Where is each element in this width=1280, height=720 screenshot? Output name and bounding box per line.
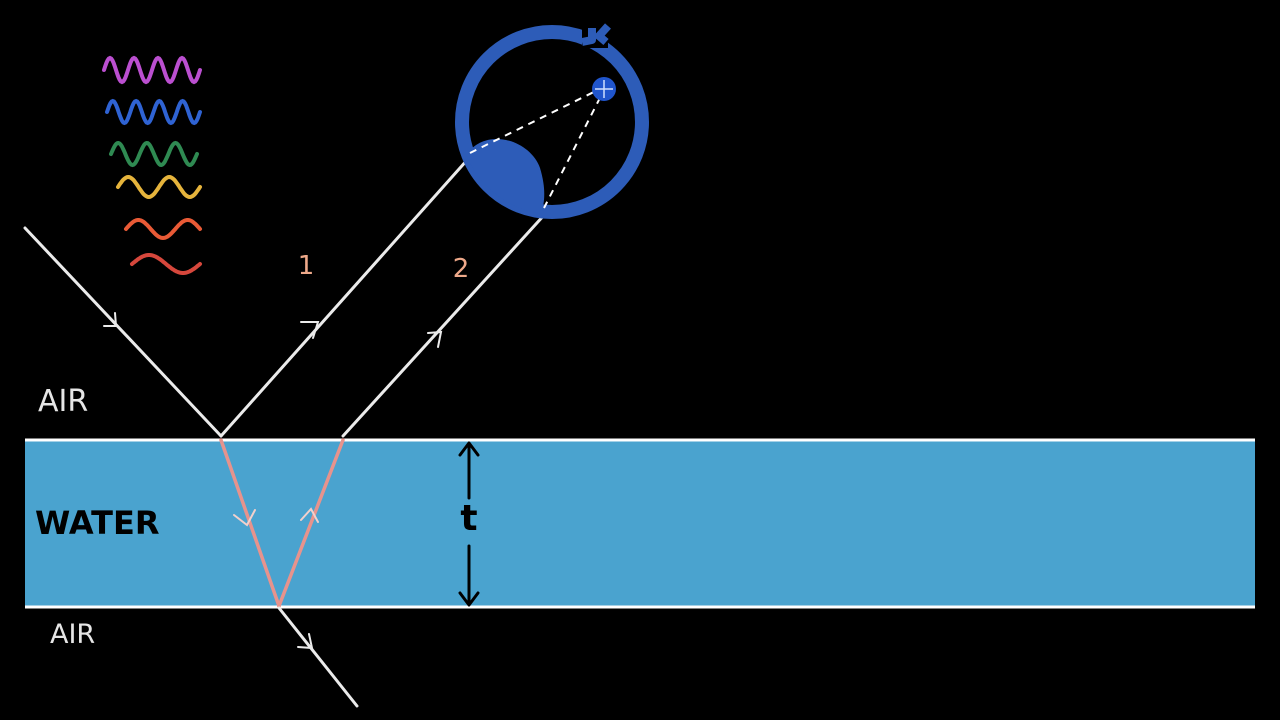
arrow-icon (297, 633, 314, 650)
water-layer (25, 440, 1255, 608)
wave-icon-orange (124, 218, 202, 241)
arrow-icon (300, 321, 320, 339)
eye-lens (466, 138, 545, 214)
incident-ray (23, 226, 223, 438)
arrow-icon (103, 312, 118, 327)
wave-icon-blue (105, 98, 202, 126)
thickness-label: t (460, 498, 477, 539)
sight-line (543, 85, 607, 209)
air-bottom-label: AIR (50, 619, 95, 650)
ray-1-label: 1 (298, 251, 315, 281)
wave-icon-green (109, 140, 199, 168)
thickness-arrow (458, 441, 480, 607)
eye-icon (455, 22, 649, 219)
transmitted-ray (277, 606, 359, 708)
water-label: WATER (35, 504, 159, 542)
reflected-ray-1 (219, 157, 470, 438)
arrow-icon (300, 507, 319, 523)
reflected-ray-2 (341, 211, 548, 438)
wave-icon-violet (102, 55, 202, 85)
ray-2-label: 2 (453, 254, 470, 284)
arrow-icon (233, 509, 256, 527)
refracted-ray (219, 438, 345, 608)
wave-legend (102, 55, 202, 275)
air-top-label: AIR (38, 384, 88, 419)
arrow-icon (427, 330, 443, 348)
wave-icon-red (130, 253, 202, 275)
wave-icon-yellow (116, 174, 202, 200)
